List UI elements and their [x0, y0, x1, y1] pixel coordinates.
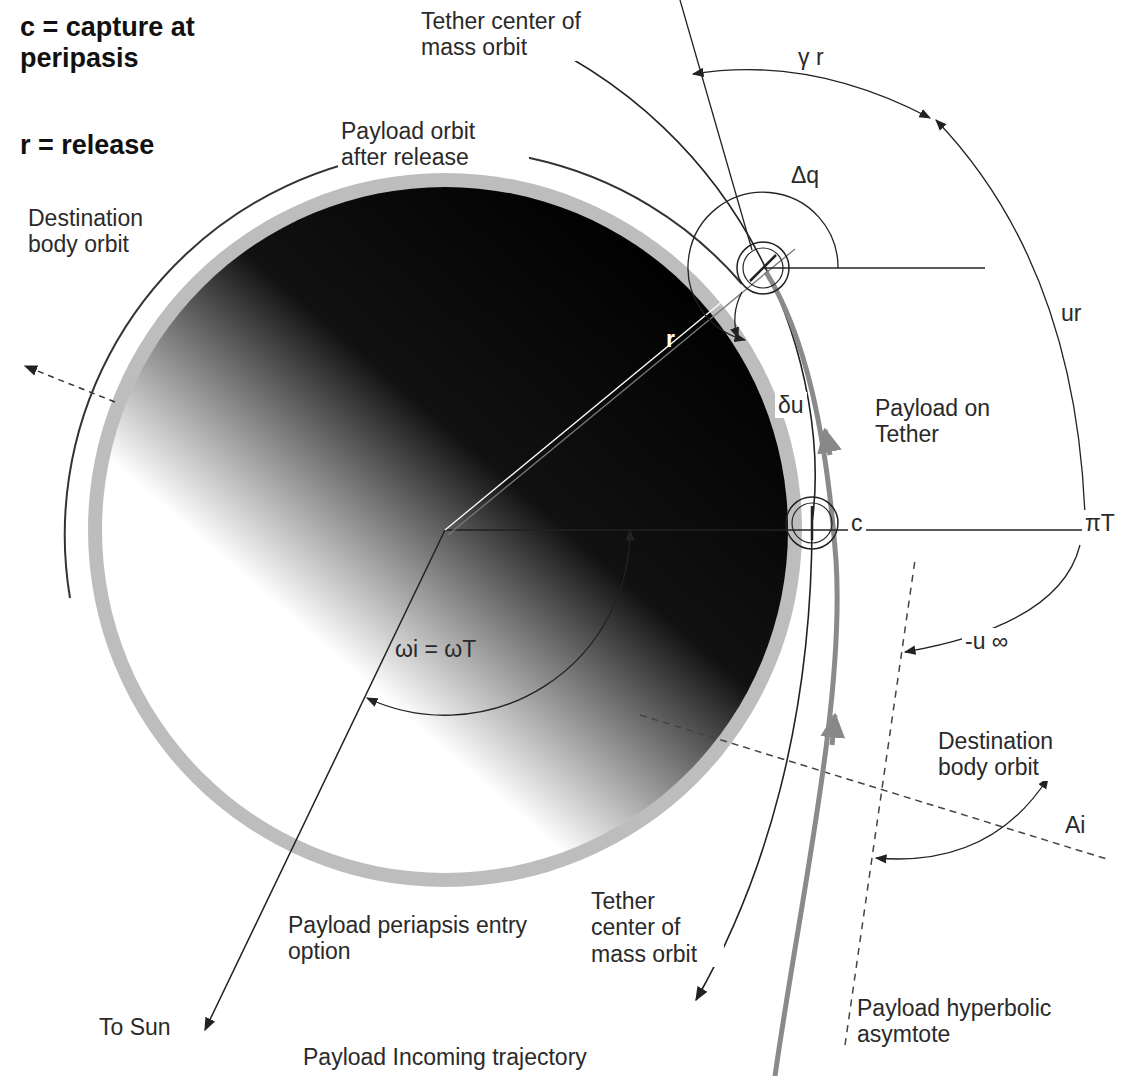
orbit-label: Destination body orbit	[935, 728, 1106, 781]
periapsis-line	[445, 529, 1112, 531]
legend-note: r = release	[20, 130, 154, 161]
point-label: πT	[1082, 510, 1118, 536]
angle-label: Δq	[788, 162, 822, 188]
ur-arc	[936, 120, 1085, 515]
payload-trajectory	[766, 272, 837, 1076]
orbit-label: Payload orbit after release	[338, 118, 529, 171]
angle-label: Ai	[1062, 812, 1088, 838]
legend-note: c = capture at peripasis	[20, 12, 310, 74]
asymptote-line	[845, 560, 915, 1045]
release-radius	[448, 249, 795, 535]
trajectory-arrow	[825, 430, 830, 455]
angle-label: ωi = ωT	[395, 636, 476, 662]
direction-label: To Sun	[96, 1014, 174, 1040]
orbit-label: Tether center of mass orbit	[588, 888, 724, 967]
orbit-label: Destination body orbit	[25, 205, 171, 258]
point-label: c	[848, 510, 866, 536]
angle-label: δu	[775, 392, 807, 418]
angle-label: γ r	[795, 44, 827, 70]
angle-label: ur	[1058, 300, 1084, 326]
trajectory-label: Payload Incoming trajectory	[300, 1044, 590, 1070]
tether-axis	[763, 267, 985, 268]
point-label: r	[666, 326, 675, 352]
tether-symbol	[786, 497, 838, 549]
asymptote-label: Payload hyperbolic asymtote	[854, 995, 1130, 1048]
orbit-label: Tether center of mass orbit	[418, 8, 594, 61]
gamma-arc	[693, 70, 930, 118]
ai-arc	[876, 778, 1048, 859]
destination-orbit-line	[25, 366, 115, 402]
trajectory-label: Payload on Tether	[872, 395, 1018, 448]
option-label: Payload periapsis entry option	[285, 912, 531, 965]
angle-label: -u ∞	[962, 628, 1011, 654]
delta-u-arc	[735, 292, 742, 338]
delta-q-arc	[688, 192, 838, 340]
release-radius	[445, 244, 792, 530]
omega-arc	[367, 530, 630, 715]
gamma-line	[680, 0, 752, 250]
tether-symbol	[737, 242, 789, 294]
trajectory-arrow	[832, 715, 835, 745]
